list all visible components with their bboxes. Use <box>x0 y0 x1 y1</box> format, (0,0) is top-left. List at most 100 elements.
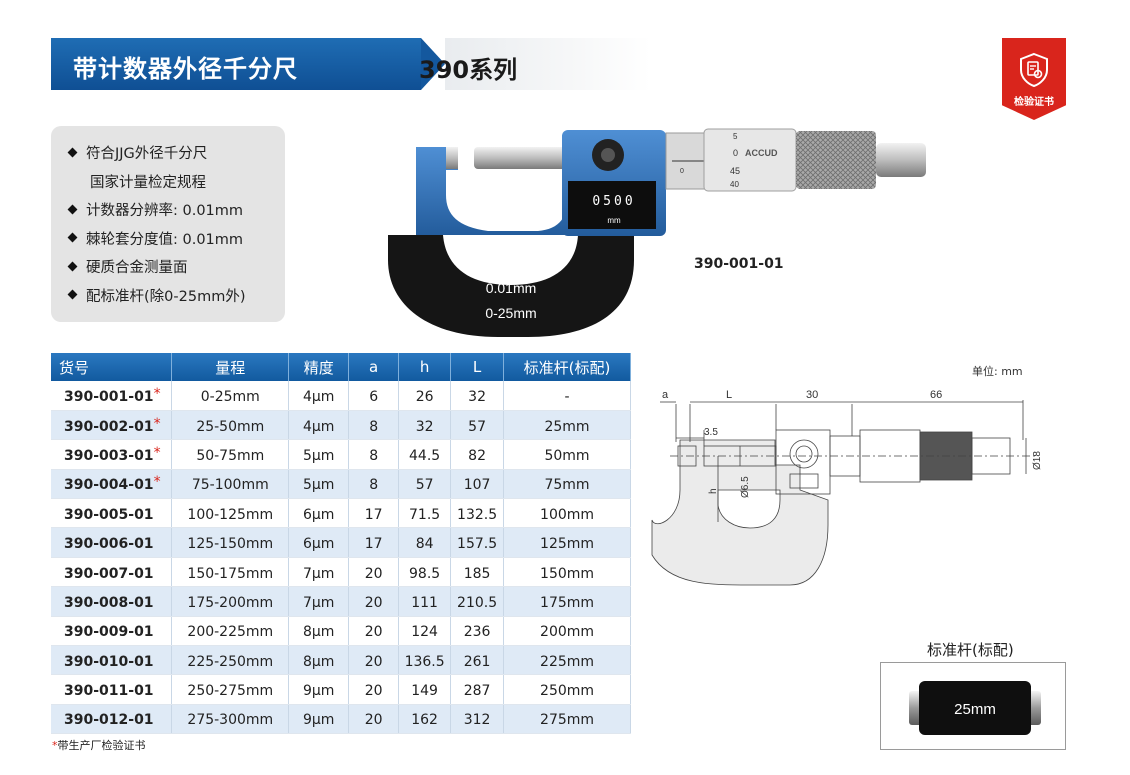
dim-label-h: h <box>708 488 719 494</box>
cell-rod: - <box>503 381 631 411</box>
cell-range: 275-300mm <box>171 704 290 735</box>
cell-rod: 125mm <box>503 527 631 558</box>
cell-range: 250-275mm <box>171 674 290 705</box>
thimble-mark-5: 5 <box>733 132 738 141</box>
cell-L: 157.5 <box>450 527 505 558</box>
drawing-throat <box>717 489 781 529</box>
cell-rod-text: 125mm <box>540 536 595 553</box>
cell-L-text: 57 <box>468 418 486 435</box>
series-title: 390系列 <box>419 56 518 84</box>
cell-range-text: 125-150mm <box>187 536 274 553</box>
ratchet <box>876 143 926 177</box>
cell-L-text: 261 <box>463 653 491 670</box>
cell-accuracy-text: 5μm <box>302 447 335 464</box>
cell-h: 98.5 <box>398 557 452 588</box>
cell-code-text: 390-004-01 <box>64 477 154 494</box>
feature-text: 配标准杆(除0-25mm外) <box>86 288 246 305</box>
dim-label-30: 30 <box>806 389 818 401</box>
cell-L-text: 236 <box>463 624 491 641</box>
cell-accuracy: 7μm <box>288 557 350 588</box>
counter-unit: mm <box>607 216 621 225</box>
cell-a-text: 20 <box>364 683 383 700</box>
cell-a: 8 <box>348 439 400 470</box>
cell-rod: 275mm <box>503 704 631 735</box>
page-title: 带计数器外径千分尺 <box>73 55 298 83</box>
cell-code: 390-004-01* <box>51 469 173 500</box>
frame-text-resolution: 0.01mm <box>486 280 537 296</box>
cell-accuracy-text: 7μm <box>302 565 335 582</box>
thimble-mark-40: 40 <box>730 180 739 189</box>
cell-range-text: 25-50mm <box>196 418 265 435</box>
cell-h: 26 <box>398 381 452 411</box>
cell-rod-text: - <box>564 388 570 405</box>
cell-a-text: 20 <box>364 594 383 611</box>
cell-a: 20 <box>348 586 400 617</box>
cell-rod-text: 100mm <box>540 506 595 523</box>
header-banner: 带计数器外径千分尺 390系列 <box>51 38 651 90</box>
certificate-star: * <box>153 474 161 491</box>
cell-L-text: 82 <box>468 447 486 464</box>
cell-accuracy-text: 4μm <box>302 388 335 405</box>
drawing-dial-inner <box>795 445 813 463</box>
cell-h-text: 44.5 <box>409 447 441 464</box>
cell-range-text: 50-75mm <box>196 447 265 464</box>
feature-item: 棘轮套分度值: 0.01mm <box>67 226 285 255</box>
cell-a-text: 17 <box>364 506 383 523</box>
product-model-label: 390-001-01 <box>694 256 784 272</box>
certificate-star: * <box>153 385 161 402</box>
cell-rod-text: 50mm <box>544 447 590 464</box>
counter-window <box>568 181 656 229</box>
cell-h-text: 98.5 <box>409 565 441 582</box>
cell-L: 132.5 <box>450 498 505 529</box>
setting-rod-image: 25mm <box>909 681 1041 735</box>
dim-label-18: Ø18 <box>1032 451 1043 470</box>
col-header-range: 量程 <box>171 353 290 381</box>
cell-rod: 150mm <box>503 557 631 588</box>
cell-L: 107 <box>450 469 505 500</box>
counter-dial-center <box>601 148 615 162</box>
cell-rod: 50mm <box>503 439 631 470</box>
dim-label-35: 3.5 <box>704 427 718 438</box>
spindle <box>474 147 566 169</box>
drawing-dial <box>789 439 819 469</box>
cell-a: 20 <box>348 674 400 705</box>
cell-accuracy: 8μm <box>288 645 350 676</box>
col-header-L: L <box>450 353 505 381</box>
feature-item: 国家计量检定规程 <box>69 169 285 198</box>
frame-throat <box>443 235 578 285</box>
table-header-row: 货号 量程 精度 a h L 标准杆(标配) <box>51 353 631 381</box>
cell-range: 125-150mm <box>171 527 290 558</box>
banner-arrow <box>421 38 445 90</box>
cell-L-text: 210.5 <box>457 594 498 611</box>
cell-h-text: 162 <box>411 712 438 729</box>
cell-code-text: 390-009-01 <box>64 624 154 641</box>
cell-rod-text: 250mm <box>540 683 595 700</box>
cell-a: 20 <box>348 557 400 588</box>
cell-range: 0-25mm <box>171 381 290 411</box>
dim-label-a: a <box>662 389 669 401</box>
cell-h: 111 <box>398 586 452 617</box>
cell-a: 6 <box>348 381 400 411</box>
sleeve-mark: 0 <box>680 168 684 175</box>
certificate-label: 检验证书 <box>1014 97 1054 108</box>
cell-L: 82 <box>450 439 505 470</box>
cell-code-text: 390-005-01 <box>64 506 154 523</box>
bullet-icon <box>67 289 78 300</box>
cell-accuracy: 9μm <box>288 704 350 735</box>
cell-accuracy: 6μm <box>288 527 350 558</box>
cell-rod-text: 75mm <box>544 477 590 494</box>
cell-h-text: 111 <box>411 594 438 611</box>
knurled-grip <box>796 131 876 189</box>
thimble <box>703 128 797 192</box>
cell-accuracy: 8μm <box>288 616 350 647</box>
cell-accuracy-text: 8μm <box>302 653 335 670</box>
cell-L: 210.5 <box>450 586 505 617</box>
dimension-drawing: a L 30 66 3.5 Ø6.5 h Ø18 <box>651 389 1043 586</box>
